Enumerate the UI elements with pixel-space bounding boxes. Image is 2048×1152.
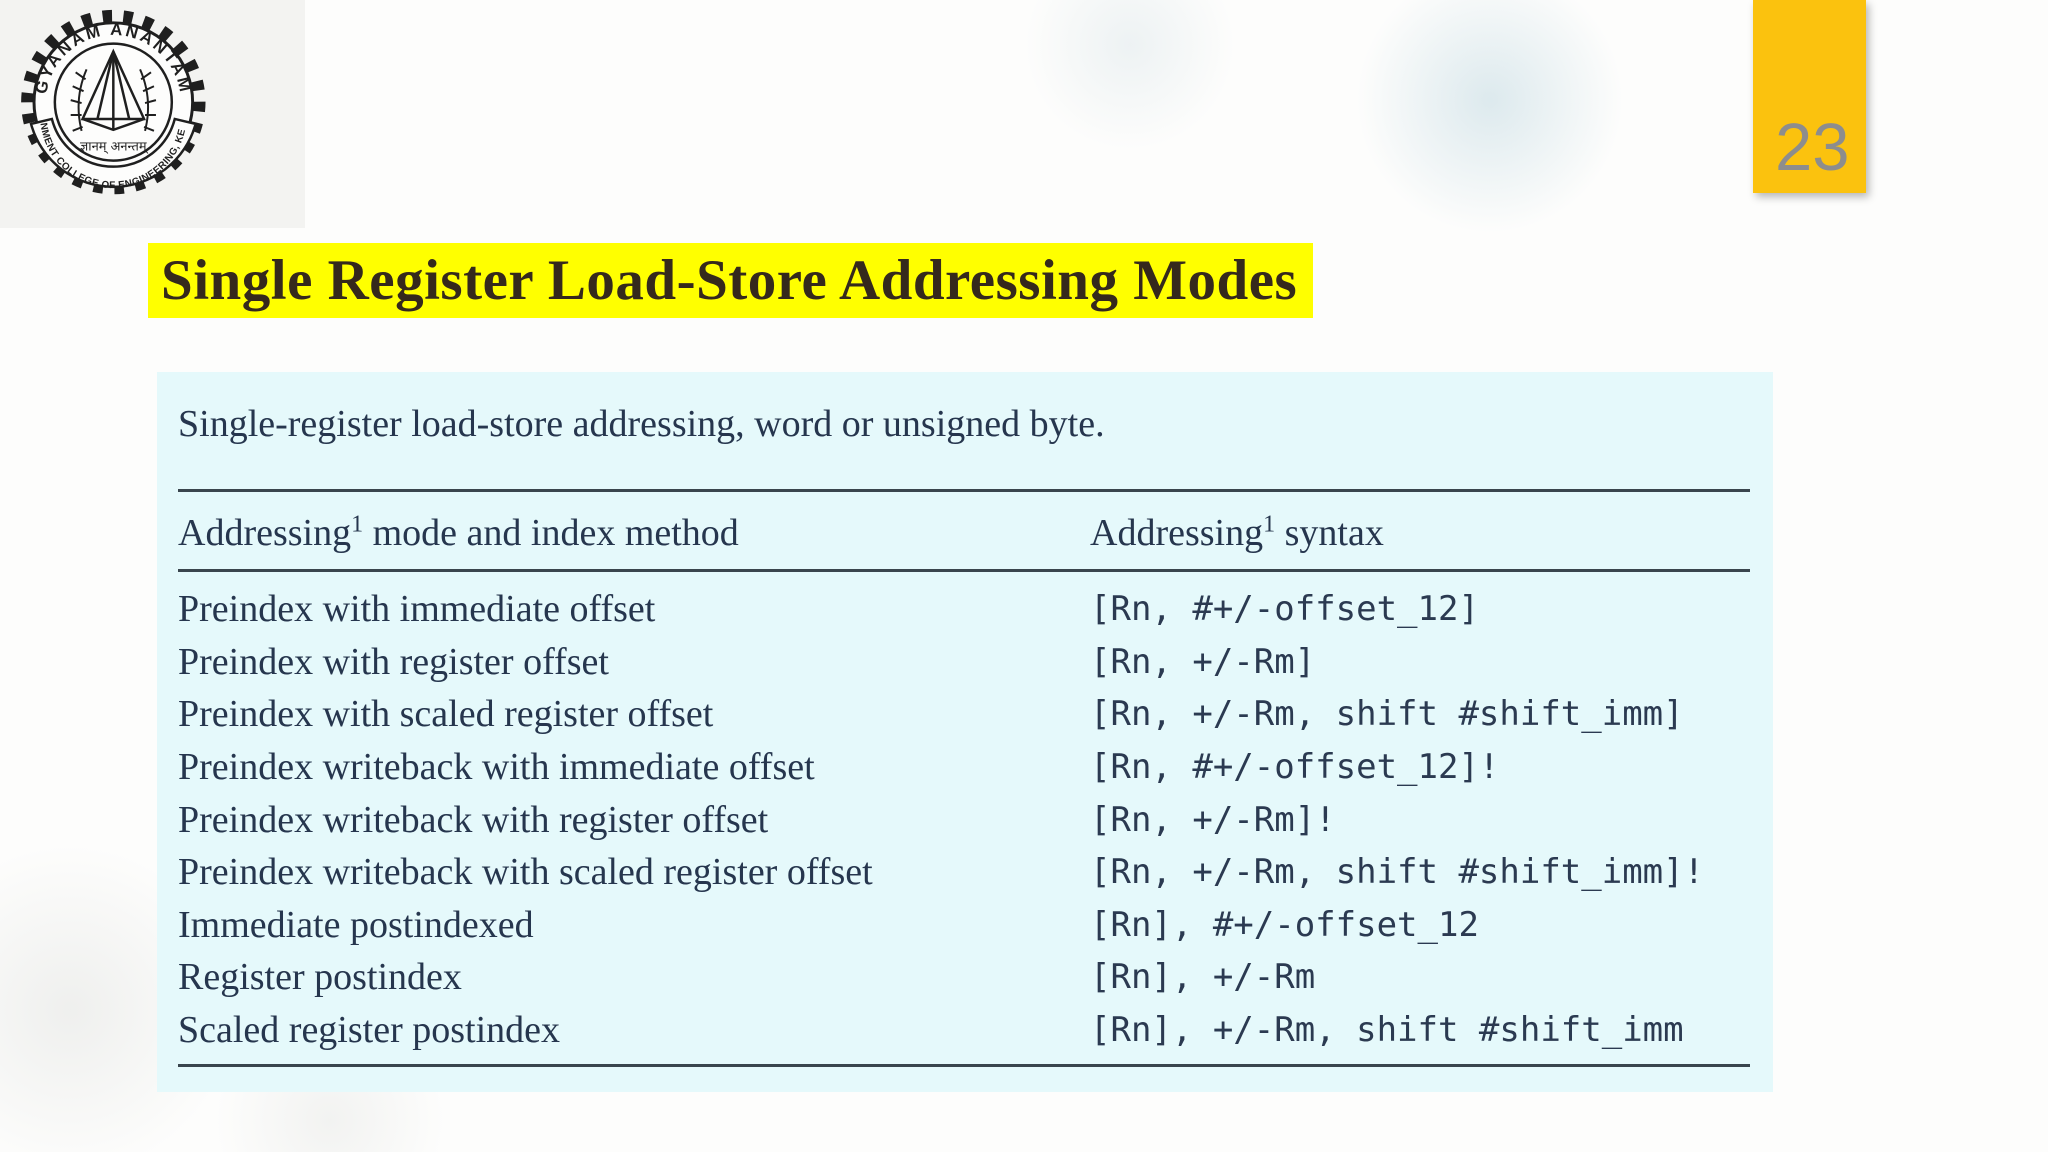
mode-cell: Register postindex — [178, 956, 462, 999]
mode-cell: Preindex writeback with register offset — [178, 798, 769, 841]
syntax-cell: [Rn], +/-Rm, shift #shift_imm — [1090, 1010, 1684, 1051]
addressing-modes-table: Single-register load-store addressing, w… — [157, 372, 1773, 1092]
column-header-mode-word: Addressing — [178, 512, 352, 554]
syntax-cell: [Rn, #+/-offset_12] — [1090, 589, 1479, 630]
mode-cell: Preindex with scaled register offset — [178, 693, 714, 736]
table-row: Preindex with scaled register offset [Rn… — [178, 688, 1750, 741]
syntax-cell: [Rn, #+/-offset_12]! — [1090, 747, 1500, 788]
mode-cell: Preindex with immediate offset — [178, 588, 656, 631]
mode-cell: Preindex writeback with scaled register … — [178, 851, 873, 894]
table-body: Preindex with immediate offset [Rn, #+/-… — [178, 583, 1750, 1056]
table-row: Preindex with register offset [Rn, +/-Rm… — [178, 636, 1750, 689]
syntax-cell: [Rn], +/-Rm — [1090, 957, 1316, 998]
table-row: Register postindex [Rn], +/-Rm — [178, 951, 1750, 1004]
syntax-cell: [Rn, +/-Rm, shift #shift_imm] — [1090, 694, 1684, 735]
college-logo: GYANAM ANANTAM ज्ञानम् अनन्तम् GOVERNMEN… — [0, 0, 305, 228]
table-rule-middle — [178, 569, 1750, 572]
table-rule-top — [178, 489, 1750, 492]
college-emblem-icon: GYANAM ANANTAM ज्ञानम् अनन्तम् GOVERNMEN… — [0, 0, 206, 195]
mode-cell: Preindex writeback with immediate offset — [178, 746, 815, 789]
column-header-syntax-rest: syntax — [1275, 512, 1384, 554]
mode-cell: Immediate postindexed — [178, 903, 534, 946]
slide-title: Single Register Load-Store Addressing Mo… — [148, 243, 1314, 318]
syntax-cell: [Rn], #+/-offset_12 — [1090, 904, 1479, 945]
column-header-syntax: Addressing1 syntax — [1090, 511, 1750, 555]
table-row: Preindex writeback with register offset … — [178, 793, 1750, 846]
column-header-mode: Addressing1 mode and index method — [178, 511, 1090, 555]
table-row: Immediate postindexed [Rn], #+/-offset_1… — [178, 899, 1750, 952]
column-header-syntax-word: Addressing — [1090, 512, 1264, 554]
column-header-syntax-footnote: 1 — [1263, 511, 1276, 538]
table-row: Preindex writeback with immediate offset… — [178, 741, 1750, 794]
table-header-row: Addressing1 mode and index method Addres… — [178, 503, 1750, 563]
table-row: Preindex with immediate offset [Rn, #+/-… — [178, 583, 1750, 636]
table-rule-bottom — [178, 1064, 1750, 1067]
syntax-cell: [Rn, +/-Rm]! — [1090, 799, 1336, 840]
syntax-cell: [Rn, +/-Rm] — [1090, 641, 1316, 682]
page-number: 23 — [1775, 110, 1850, 185]
column-header-mode-footnote: 1 — [351, 511, 364, 538]
table-caption: Single-register load-store addressing, w… — [178, 403, 1105, 445]
table-row: Preindex writeback with scaled register … — [178, 846, 1750, 899]
mode-cell: Preindex with register offset — [178, 640, 609, 683]
mode-cell: Scaled register postindex — [178, 1009, 561, 1052]
logo-sanskrit-text: ज्ञानम् अनन्तम् — [80, 140, 149, 155]
column-header-mode-rest: mode and index method — [363, 512, 739, 554]
table-row: Scaled register postindex [Rn], +/-Rm, s… — [178, 1004, 1750, 1057]
syntax-cell: [Rn, +/-Rm, shift #shift_imm]! — [1090, 852, 1705, 893]
page-number-box: 23 — [1753, 0, 1866, 193]
